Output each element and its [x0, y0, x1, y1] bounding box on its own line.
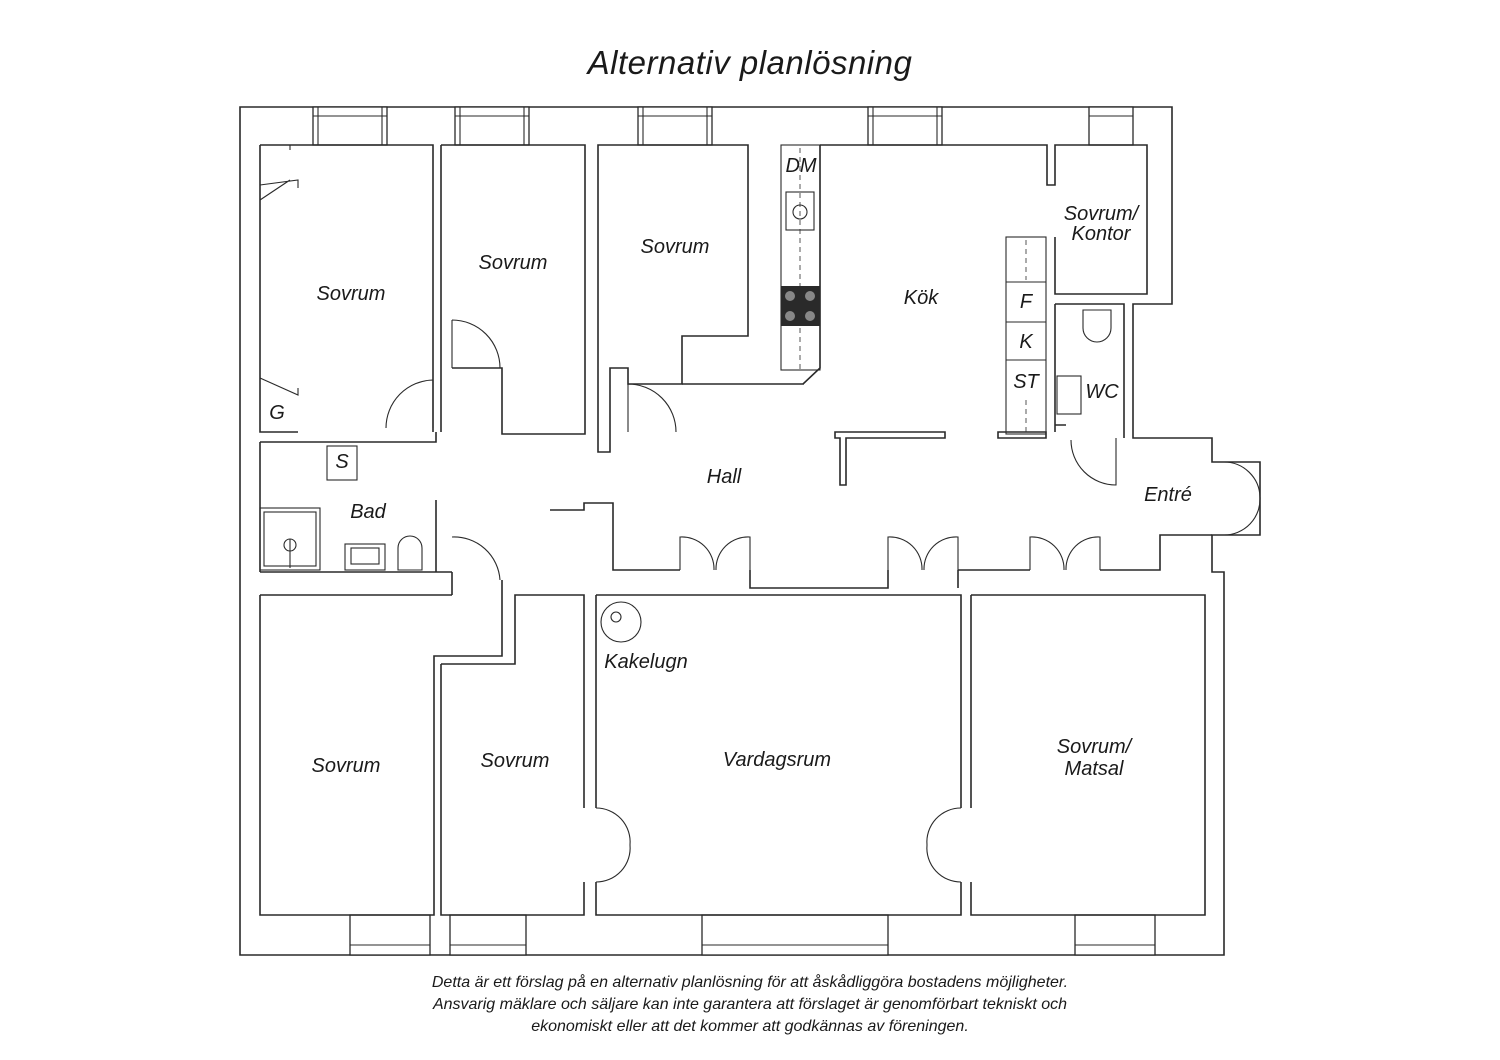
room-sovrum-3-walls — [597, 144, 749, 453]
room-sovrum-4-walls — [259, 594, 503, 916]
label-sovrum-1: Sovrum — [317, 283, 386, 305]
plan-title: Alternativ planlösning — [587, 44, 913, 81]
label-sovrum-4: Sovrum — [312, 755, 381, 777]
label-sovrum-kontor-2: Kontor — [1072, 223, 1132, 245]
room-kok-walls — [682, 144, 1148, 385]
label-k: K — [1019, 331, 1034, 353]
label-g: G — [269, 402, 285, 424]
kitchen-partition — [834, 431, 1047, 486]
label-sovrum-kontor-1: Sovrum/ — [1064, 203, 1141, 225]
door-sovrum-3 — [627, 383, 677, 433]
label-kok: Kök — [904, 287, 939, 309]
wc-sink — [1056, 375, 1082, 415]
bath-toilet — [397, 535, 423, 571]
disclaimer-line-3: ekonomiskt eller att det kommer att godk… — [531, 1018, 969, 1035]
room-sovrum-1-walls — [259, 144, 434, 433]
label-st: ST — [1013, 371, 1040, 393]
room-bad-walls — [259, 432, 452, 573]
hall-south-wall — [451, 502, 1212, 595]
label-hall: Hall — [707, 466, 742, 488]
disclaimer-line-2: Ansvarig mäklare och säljare kan inte ga… — [432, 996, 1068, 1013]
label-sovrum-3: Sovrum — [641, 236, 710, 258]
label-vardagsrum: Vardagsrum — [723, 749, 831, 771]
doors-hall-south — [451, 536, 1101, 581]
room-sovrum-matsal-walls — [970, 594, 1206, 916]
door-sovrum-2 — [451, 319, 501, 369]
kitchen-cabinets — [1005, 236, 1047, 435]
label-entre: Entré — [1144, 484, 1192, 506]
door-vardagsrum-left — [595, 807, 631, 883]
label-sovrum-matsal-2: Matsal — [1065, 758, 1124, 780]
label-wc: WC — [1085, 381, 1119, 403]
label-s: S — [335, 451, 349, 473]
disclaimer: Detta är ett förslag på en alternativ pl… — [0, 972, 1500, 1038]
shower — [259, 507, 321, 571]
kakelugn-stove — [600, 601, 642, 643]
fixture-s-box — [326, 445, 358, 481]
entrance-double-door — [1223, 461, 1261, 536]
wc-toilet — [1082, 309, 1112, 343]
door-vardagsrum-right — [926, 807, 962, 883]
windows-top — [312, 106, 1134, 146]
outer-wall — [239, 106, 1261, 956]
label-sovrum-5: Sovrum — [481, 750, 550, 772]
label-dm: DM — [785, 155, 816, 177]
label-bad: Bad — [350, 501, 386, 523]
bath-sink — [344, 543, 386, 571]
room-sovrum-2-walls — [440, 144, 586, 435]
windows-bottom — [349, 914, 1156, 956]
room-vardagsrum-walls — [595, 594, 962, 916]
label-sovrum-matsal-1: Sovrum/ — [1057, 736, 1134, 758]
room-wc-walls — [1054, 303, 1125, 438]
label-sovrum-2: Sovrum — [479, 252, 548, 274]
door-sovrum-1 — [385, 379, 434, 429]
wardrobe-door — [259, 145, 299, 396]
door-wc — [1070, 438, 1117, 486]
label-kakelugn: Kakelugn — [604, 651, 687, 673]
disclaimer-line-1: Detta är ett förslag på en alternativ pl… — [431, 974, 1069, 991]
label-f: F — [1020, 291, 1034, 313]
kitchen-counter — [780, 144, 821, 371]
room-sovrum-5-walls — [440, 594, 585, 916]
